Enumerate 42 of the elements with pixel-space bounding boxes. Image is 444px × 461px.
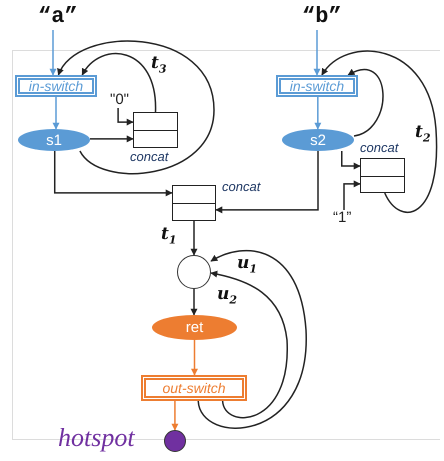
concat-box: [133, 112, 178, 148]
hotspot-label: hotspot: [58, 425, 135, 451]
constant-label: "0": [110, 92, 129, 107]
arrow: [341, 151, 361, 170]
arrow: [210, 270, 288, 418]
arrow: [117, 108, 134, 126]
constant-label: “1”: [333, 210, 352, 225]
state-ellipse: s1: [18, 129, 90, 151]
arrow: [343, 180, 361, 210]
junction-circle: [177, 255, 211, 289]
arrow: [54, 151, 173, 196]
switch-box: in-switch: [15, 75, 97, 97]
arrow: [190, 221, 198, 256]
switch-box: out-switch: [141, 375, 247, 401]
operation-label: concat: [130, 150, 168, 163]
state-ellipse: ret: [152, 315, 237, 340]
operation-label: concat: [360, 141, 398, 154]
input-value-label: “b”: [302, 6, 342, 28]
hotspot-dot: [164, 430, 186, 452]
arrow: [90, 135, 134, 142]
arrow: [191, 340, 198, 376]
concat-box: [360, 158, 405, 193]
switch-box: in-switch: [276, 75, 358, 97]
arrow: [171, 401, 178, 431]
arrow: [314, 30, 320, 76]
concat-box: [172, 185, 216, 221]
arrow: [58, 40, 215, 174]
operation-label: concat: [222, 180, 260, 193]
edge-label: t$_{3}$: [150, 55, 168, 74]
arrow: [215, 151, 319, 214]
edge-label: t$_{1}$: [160, 226, 178, 246]
arrow: [321, 50, 438, 213]
arrow: [198, 250, 307, 429]
arrow: [190, 289, 198, 316]
arrow: [314, 97, 322, 130]
arrow: [52, 97, 60, 130]
state-ellipse: s2: [282, 129, 354, 151]
arrow: [348, 69, 384, 137]
arrow: [82, 52, 156, 112]
input-value-label: “a”: [38, 6, 78, 28]
edge-label: t$_{2}$: [414, 124, 432, 144]
arrow: [50, 30, 56, 76]
